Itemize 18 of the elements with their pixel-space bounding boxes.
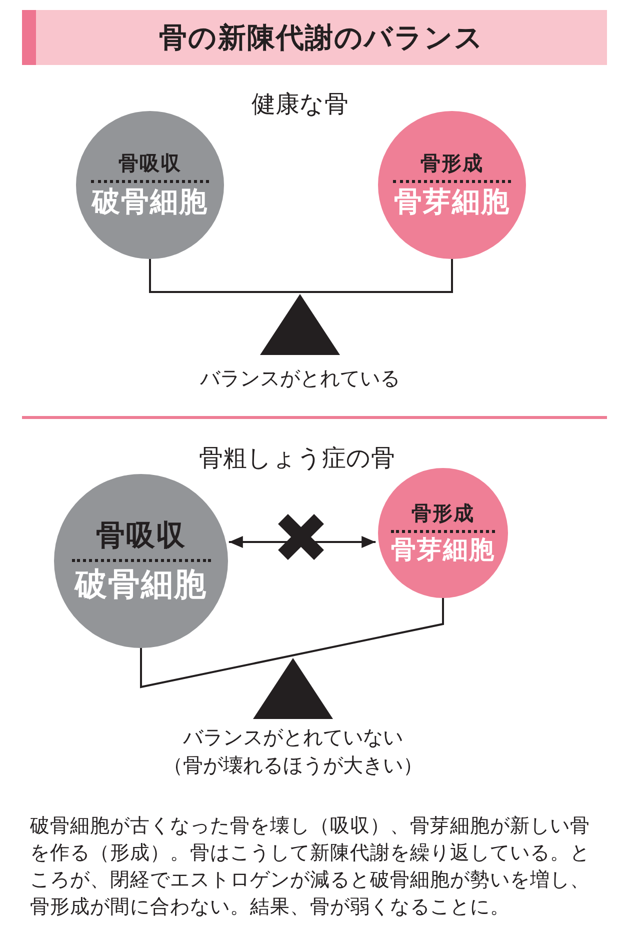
status-text: バランスがとれていない bbox=[183, 725, 403, 749]
section-heading: 骨粗しょう症の骨 bbox=[199, 444, 395, 473]
double-arrow bbox=[228, 536, 376, 548]
node-heading: 骨吸収 bbox=[118, 152, 182, 175]
balance-beam bbox=[149, 259, 453, 293]
status-text: （骨が壊れるほうが大きい） bbox=[163, 753, 423, 777]
node-label: 骨芽細胞 bbox=[391, 536, 495, 564]
balance-beam bbox=[140, 598, 444, 688]
node-label: 破骨細胞 bbox=[92, 186, 208, 218]
caption-paragraph: 破骨細胞が古くなった骨を壊し（吸収）、骨芽細胞が新しい骨を作る（形成）。骨はこうして新陳代謝を繰り返している。ところが、閉経でエストロゲンが減ると破骨細胞が勢いを増し、骨形成が間に合わない。結果、骨が弱くなることに。 bbox=[30, 813, 590, 920]
section-heading: 健康な骨 bbox=[252, 90, 348, 119]
node-label: 骨芽細胞 bbox=[394, 186, 510, 218]
node-heading: 骨吸収 bbox=[96, 518, 186, 552]
status-text: バランスがとれている bbox=[200, 366, 400, 390]
node-heading: 骨形成 bbox=[420, 152, 484, 175]
node-label: 破骨細胞 bbox=[75, 566, 207, 604]
title-text: 骨の新陳代謝のバランス bbox=[159, 20, 484, 56]
node-heading: 骨形成 bbox=[412, 502, 474, 525]
